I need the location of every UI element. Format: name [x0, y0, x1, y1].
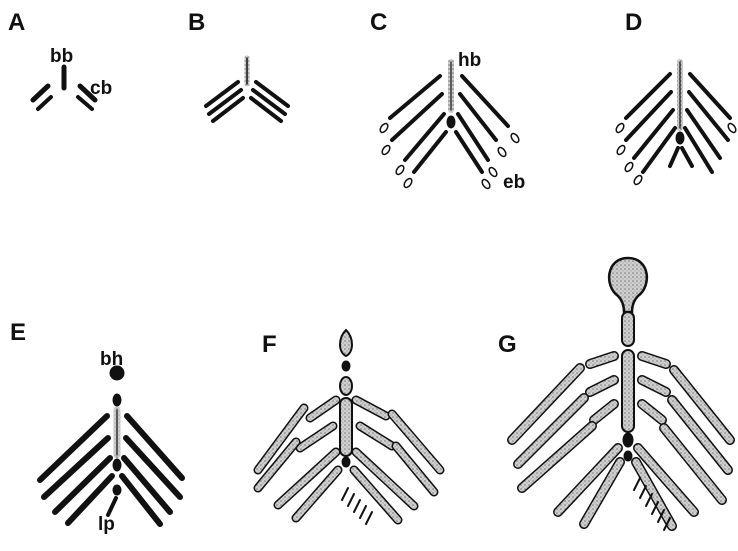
panel-f: F	[258, 330, 440, 524]
panel-b-elements	[206, 58, 288, 121]
panel-a-elements	[33, 67, 95, 109]
panel-g-elements	[512, 258, 730, 530]
label-lp: lp	[98, 514, 115, 535]
label-bb: bb	[50, 46, 73, 67]
ceratobranchial-left-1	[33, 86, 48, 100]
panel-a: A bb cb	[8, 9, 112, 109]
panel-c: C hb eb	[370, 9, 525, 193]
panel-letter-b: B	[188, 9, 205, 36]
panel-d-elements	[615, 62, 738, 186]
panel-letter-d: D	[625, 9, 642, 36]
panel-c-elements	[379, 62, 521, 190]
panel-letter-c: C	[370, 9, 387, 36]
panel-e-elements	[40, 366, 182, 524]
ceratobranchial-left-2	[38, 97, 51, 109]
panel-letter-a: A	[8, 9, 25, 36]
panel-g: G	[498, 258, 730, 530]
panel-letter-e: E	[10, 319, 26, 346]
label-eb: eb	[503, 172, 525, 193]
panel-letter-g: G	[498, 331, 517, 358]
panel-f-elements	[258, 330, 440, 524]
panel-d: D	[615, 9, 738, 186]
panel-letter-f: F	[262, 331, 277, 358]
label-hb: hb	[458, 50, 481, 71]
panel-f-rakers	[342, 488, 372, 524]
panel-e: E bh lp	[10, 319, 182, 535]
panel-b: B	[188, 9, 288, 121]
